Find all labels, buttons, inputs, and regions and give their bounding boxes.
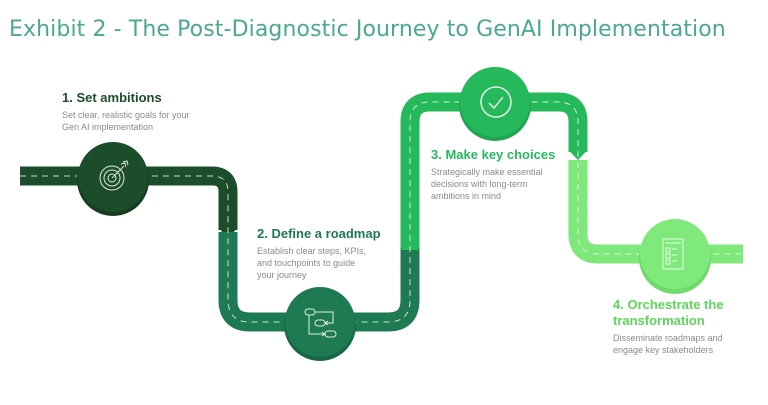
flowchart-icon [304, 308, 337, 338]
checkmark-icon [480, 86, 512, 118]
step-1: 1. Set ambitions Set clear, realistic go… [62, 90, 222, 133]
milestone-2 [284, 287, 356, 361]
step-4-heading: 4. Orchestrate the transformation [613, 297, 724, 328]
target-icon [99, 160, 129, 191]
step-4-description: Disseminate roadmaps and engage key stak… [613, 333, 723, 355]
step-3: 3. Make key choices Strategically make e… [431, 147, 571, 202]
exhibit-title: Exhibit 2 - The Post-Diagnostic Journey … [9, 17, 726, 42]
road-segment-3-tip-left [400, 240, 420, 250]
step-3-description: Strategically make essential decisions w… [431, 167, 543, 201]
milestone-3 [459, 67, 531, 141]
step-2: 2. Define a roadmap Establish clear step… [257, 226, 397, 281]
step-3-heading: 3. Make key choices [431, 147, 556, 162]
step-1-heading: 1. Set ambitions [62, 90, 162, 105]
milestone-4 [639, 219, 711, 294]
road-center-dashes [20, 101, 743, 323]
step-2-description: Establish clear steps, KPIs, and touchpo… [257, 246, 367, 280]
step-1-description: Set clear, realistic goals for your Gen … [62, 110, 190, 132]
milestone-1 [77, 142, 149, 216]
step-2-heading: 2. Define a roadmap [257, 226, 381, 241]
step-4: 4. Orchestrate the transformation Dissem… [613, 297, 763, 356]
checklist-icon [662, 238, 684, 270]
